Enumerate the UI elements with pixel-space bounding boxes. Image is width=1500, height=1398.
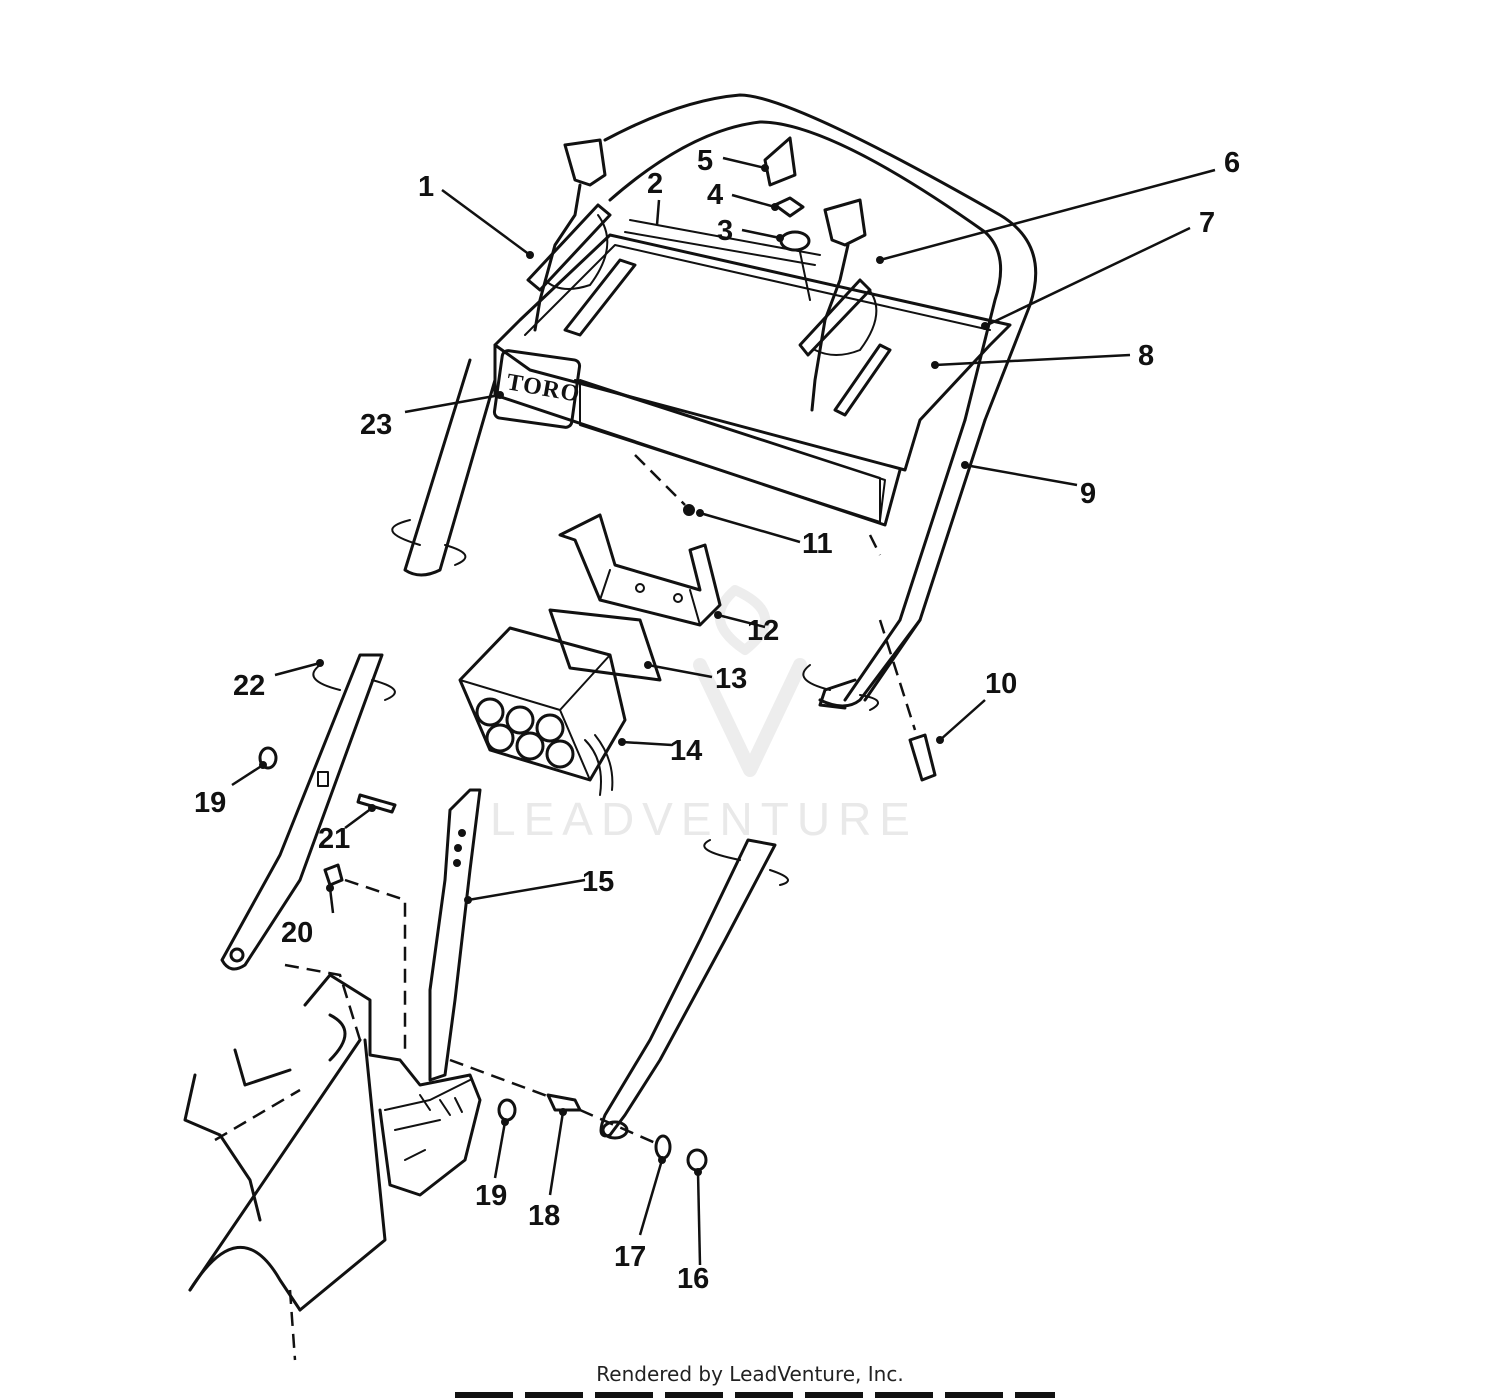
callout-4: 4: [707, 179, 723, 211]
callout-8: 8: [1138, 340, 1154, 372]
callout-14: 14: [670, 735, 702, 767]
right-lower-tube: [599, 838, 789, 1140]
callout-6: 6: [1224, 147, 1240, 179]
watermark: LEADVENTURE: [490, 585, 918, 845]
assembly-lines: [214, 454, 917, 1361]
mounting-bracket: [303, 973, 482, 1197]
leader-lines: [231, 156, 1216, 1266]
callout-17: 17: [614, 1241, 646, 1273]
callout-13: 13: [715, 663, 747, 695]
control-panel: TORO: [492, 136, 1012, 527]
callout-16: 16: [677, 1263, 709, 1295]
battery: [458, 626, 627, 796]
callout-5: 5: [697, 145, 713, 177]
upper-handle: [391, 93, 1038, 711]
callout-22: 22: [233, 670, 265, 702]
callout-9: 9: [1080, 478, 1096, 510]
watermark-text: LEADVENTURE: [490, 793, 918, 845]
callout-15: 15: [582, 866, 614, 898]
bottom-bar: [455, 1392, 1055, 1398]
callout-19-lower: 19: [475, 1180, 507, 1212]
battery-cover: [558, 513, 722, 627]
callouts: 1 2 3 4 5 6 7 8 9 10 11 12 13 14 15 16 1…: [194, 145, 1240, 1295]
mower-deck: [183, 1038, 387, 1312]
callout-7: 7: [1199, 207, 1215, 239]
callout-21: 21: [318, 823, 350, 855]
battery-pad: [548, 608, 662, 682]
callout-10: 10: [985, 668, 1017, 700]
left-lower-tube: [220, 653, 396, 971]
callout-18: 18: [528, 1200, 560, 1232]
lever-arm: [428, 788, 482, 1082]
callout-19-upper: 19: [194, 787, 226, 819]
callout-1: 1: [418, 171, 434, 203]
callout-11: 11: [802, 528, 833, 560]
callout-20: 20: [281, 917, 313, 949]
footer-credit: Rendered by LeadVenture, Inc.: [596, 1362, 904, 1386]
callout-23: 23: [360, 409, 392, 441]
callout-2: 2: [647, 168, 663, 200]
callout-3: 3: [717, 215, 733, 247]
callout-12: 12: [747, 615, 779, 647]
